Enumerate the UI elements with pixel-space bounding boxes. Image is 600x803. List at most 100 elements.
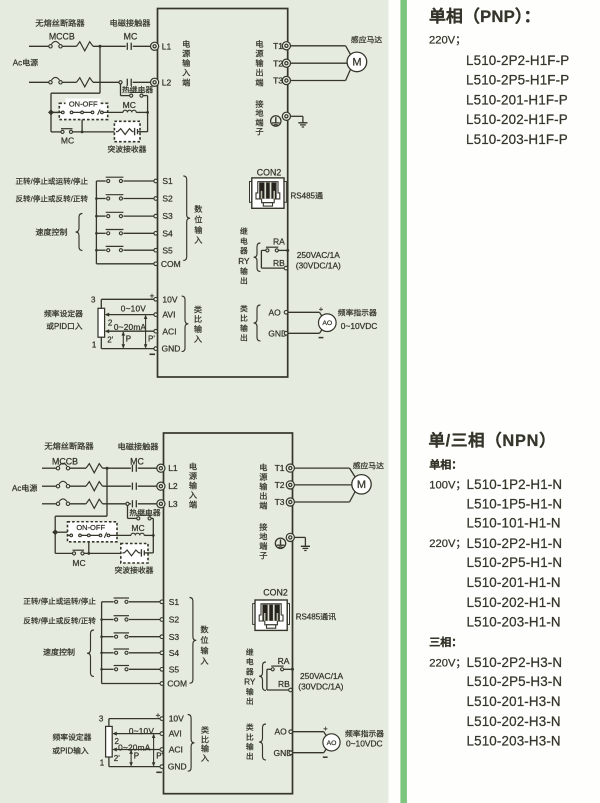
svg-text:S5: S5 (162, 245, 173, 255)
svg-text:器: 器 (246, 666, 254, 677)
svg-text:L510-2P2-H1F-P: L510-2P2-H1F-P (466, 53, 569, 68)
svg-text:类: 类 (194, 303, 202, 315)
svg-text:T2: T2 (273, 58, 283, 68)
svg-text:(30VDC/1A): (30VDC/1A) (296, 261, 341, 271)
svg-text:输: 输 (255, 57, 263, 69)
svg-text:AO: AO (327, 740, 337, 747)
svg-text:T3: T3 (273, 76, 283, 86)
svg-text:出: 出 (240, 276, 248, 287)
svg-text:0~10VDC: 0~10VDC (346, 738, 383, 748)
svg-text:频率指示器: 频率指示器 (338, 307, 377, 318)
svg-text:L1: L1 (162, 41, 172, 51)
svg-text:正转/停止或运转/停止: 正转/停止或运转/停止 (15, 176, 88, 187)
svg-text:输: 输 (259, 480, 267, 492)
svg-text:MC: MC (130, 456, 144, 466)
svg-text:T2: T2 (275, 480, 285, 490)
svg-text:数: 数 (194, 203, 202, 215)
svg-text:端: 端 (259, 540, 267, 552)
svg-text:GND: GND (268, 328, 287, 338)
svg-text:S2: S2 (162, 194, 173, 204)
svg-text:数: 数 (200, 623, 208, 635)
svg-text:电: 电 (182, 38, 190, 50)
svg-text:反转/停止或反转/正转: 反转/停止或反转/正转 (15, 193, 88, 204)
svg-text:COM: COM (161, 259, 181, 269)
svg-text:Ac电源: Ac电源 (13, 57, 38, 68)
svg-text:端: 端 (255, 116, 263, 128)
svg-text:正转/停止或运转/停止: 正转/停止或运转/停止 (23, 596, 96, 607)
svg-text:比: 比 (201, 733, 209, 745)
svg-text:电磁接触器: 电磁接触器 (118, 440, 159, 452)
svg-text:S3: S3 (169, 632, 180, 642)
svg-text:220V；: 220V； (429, 31, 466, 47)
svg-text:0~10V: 0~10V (121, 303, 146, 313)
svg-text:0~20mA: 0~20mA (114, 322, 147, 332)
svg-text:源: 源 (259, 471, 267, 483)
svg-text:频率设定器: 频率设定器 (53, 732, 92, 743)
svg-text:类: 类 (240, 304, 248, 315)
svg-text:S4: S4 (169, 648, 180, 658)
svg-text:T1: T1 (275, 463, 285, 473)
svg-text:AVI: AVI (169, 729, 182, 739)
svg-text:L510-203-H1F-P: L510-203-H1F-P (466, 132, 568, 147)
svg-text:T1: T1 (273, 41, 283, 51)
svg-text:+: + (156, 711, 161, 720)
svg-text:L510-1P2-H1-N: L510-1P2-H1-N (467, 477, 563, 492)
svg-text:出: 出 (240, 333, 248, 344)
svg-text:输: 输 (194, 224, 202, 236)
svg-text:MC: MC (131, 523, 144, 533)
svg-text:L510-203-H1-N: L510-203-H1-N (467, 615, 561, 630)
svg-text:出: 出 (255, 67, 263, 79)
svg-text:L510-203-H3-N: L510-203-H3-N (467, 733, 561, 748)
svg-text:ACI: ACI (169, 745, 183, 755)
svg-text:100V；: 100V； (429, 476, 466, 492)
svg-text:ACI: ACI (162, 326, 176, 336)
svg-text:2: 2 (115, 737, 120, 746)
svg-text:+: + (150, 292, 155, 301)
svg-text:2': 2' (114, 754, 120, 763)
svg-text:L510-2P2-H1-N: L510-2P2-H1-N (467, 536, 563, 551)
svg-text:L510-201-H1F-P: L510-201-H1F-P (466, 92, 568, 107)
svg-text:AO: AO (269, 307, 282, 317)
svg-text:T3: T3 (275, 497, 285, 507)
svg-text:220V；: 220V； (429, 654, 466, 670)
svg-text:类: 类 (246, 722, 254, 733)
svg-text:源: 源 (182, 47, 190, 59)
svg-text:RY: RY (238, 257, 250, 266)
svg-text:1: 1 (100, 758, 105, 767)
svg-text:单/三相（NPN）: 单/三相（NPN） (429, 427, 557, 451)
svg-text:出: 出 (259, 490, 267, 502)
svg-text:3: 3 (99, 715, 104, 724)
svg-text:L510-202-H1-N: L510-202-H1-N (467, 595, 561, 610)
svg-text:器: 器 (240, 246, 248, 257)
svg-text:速度控制: 速度控制 (43, 647, 75, 658)
svg-text:感应马达: 感应马达 (351, 34, 382, 45)
svg-text:0~20mA: 0~20mA (118, 742, 151, 752)
svg-text:L510-202-H1F-P: L510-202-H1F-P (466, 112, 568, 127)
svg-text:位: 位 (200, 634, 208, 646)
svg-text:S1: S1 (169, 597, 180, 607)
svg-text:或PID输入: 或PID输入 (52, 745, 89, 756)
svg-text:AO: AO (322, 320, 332, 327)
svg-text:电: 电 (246, 657, 254, 668)
svg-text:电: 电 (255, 38, 263, 50)
svg-text:输: 输 (240, 266, 248, 277)
svg-text:出: 出 (246, 751, 254, 762)
svg-text:频率设定器: 频率设定器 (44, 309, 83, 320)
svg-text:三相：: 三相： (429, 634, 462, 650)
svg-text:S5: S5 (169, 664, 180, 674)
svg-text:+: + (319, 304, 324, 313)
svg-text:CON2: CON2 (257, 167, 282, 177)
svg-text:L2: L2 (168, 481, 178, 491)
svg-text:无熔丝断路器: 无熔丝断路器 (35, 17, 84, 29)
svg-text:突波接收器: 突波接收器 (108, 144, 147, 155)
svg-text:单相（PNP）：: 单相（PNP）： (429, 3, 541, 27)
svg-text:10V: 10V (162, 294, 177, 304)
svg-text:端: 端 (182, 76, 190, 88)
svg-text:入: 入 (194, 234, 202, 246)
svg-text:位: 位 (194, 213, 202, 225)
svg-text:L510-2P5-H1-N: L510-2P5-H1-N (467, 555, 563, 570)
svg-text:入: 入 (194, 333, 202, 345)
svg-text:1: 1 (92, 340, 97, 349)
svg-text:P: P (134, 752, 139, 761)
svg-text:输: 输 (201, 743, 209, 755)
